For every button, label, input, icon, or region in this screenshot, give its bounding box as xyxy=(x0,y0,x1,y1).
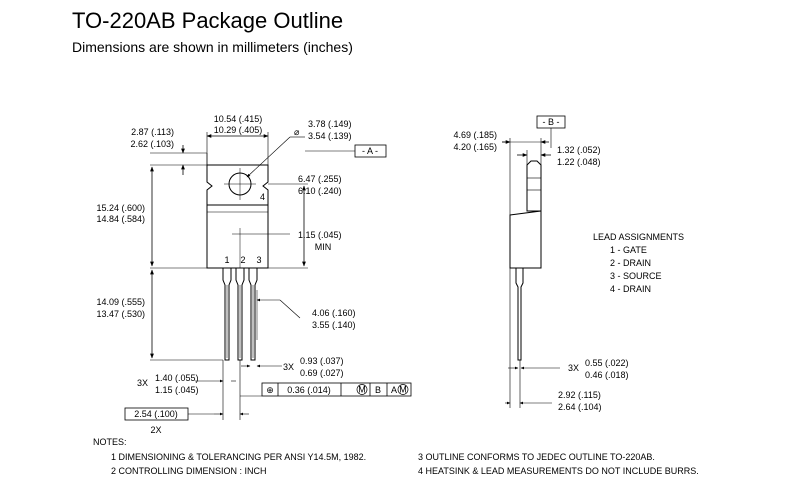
hole-dia-upper: 3.78 (.149) xyxy=(308,119,352,129)
tolerance-datum-b: B xyxy=(375,385,381,395)
tab-thickness-lower: 1.22 (.048) xyxy=(557,157,601,167)
pitch-value: 2.54 (.100) xyxy=(134,409,178,419)
shoulder-width-lower: 1.15 (.045) xyxy=(155,385,199,395)
hole-bottom-lower: 6.10 (.240) xyxy=(298,186,342,196)
body-height-lower: 14.84 (.584) xyxy=(96,214,145,224)
lead-width-min-upper: 1.15 (.045) xyxy=(298,230,342,240)
tab-top-lower: 2.62 (.103) xyxy=(130,139,174,149)
lead-thickness-lower: 0.46 (.018) xyxy=(585,370,629,380)
lead-offset-lower: 2.64 (.104) xyxy=(558,402,602,412)
position-tolerance-icon: ⊕ xyxy=(266,385,274,395)
note-4: 4 HEATSINK & LEAD MEASUREMENTS DO NOT IN… xyxy=(418,466,699,476)
lead-number-2: 2 xyxy=(240,255,245,265)
lead-thickness-upper: 0.55 (.022) xyxy=(585,358,629,368)
hole-bottom-upper: 6.47 (.255) xyxy=(298,174,342,184)
tolerance-mod-2: M xyxy=(399,385,407,395)
lead-length-lower: 13.47 (.530) xyxy=(96,309,145,319)
lead-assignments-heading: LEAD ASSIGNMENTS xyxy=(593,232,684,242)
lead-width-3x-lower: 0.69 (.027) xyxy=(300,368,344,378)
lead-thickness-3x-label: 3X xyxy=(568,363,579,373)
lead-width-3x-label: 3X xyxy=(283,362,294,372)
pitch-spacing-lower: 3.55 (.140) xyxy=(312,320,356,330)
body-height-upper: 15.24 (.600) xyxy=(96,203,145,213)
tolerance-value: 0.36 (.014) xyxy=(287,385,331,395)
width-dim-lower: 10.29 (.405) xyxy=(214,125,263,135)
tab-outline xyxy=(206,164,269,206)
lead-assignment-4: 4 - DRAIN xyxy=(610,284,651,294)
datum-b-label: - B - xyxy=(543,117,560,127)
lead-1 xyxy=(222,268,232,361)
tab-top-upper: 2.87 (.113) xyxy=(131,127,174,137)
width-dim-upper: 10.54 (.415) xyxy=(214,114,263,124)
shoulder-width-upper: 1.40 (.055) xyxy=(155,373,199,383)
tolerance-mod-1: M xyxy=(358,385,366,395)
side-body xyxy=(509,210,542,269)
note-1: 1 DIMENSIONING & TOLERANCING PER ANSI Y1… xyxy=(111,452,367,462)
thickness-upper: 4.69 (.185) xyxy=(453,130,497,140)
tab-thickness-upper: 1.32 (.052) xyxy=(557,145,601,155)
page-title: TO-220AB Package Outline xyxy=(72,8,344,33)
front-view-labels: 10.54 (.415) 10.29 (.405) 3.78 (.149) 3.… xyxy=(96,114,406,435)
side-view-labels: - B - 4.69 (.185) 4.20 (.165) 1.32 (.052… xyxy=(453,117,628,412)
pitch-multiplier: 2X xyxy=(150,425,161,435)
diameter-icon: ⌀ xyxy=(294,127,300,137)
tolerance-frame xyxy=(261,382,412,397)
hole-dia-lower: 3.54 (.139) xyxy=(308,131,352,141)
lead-3 xyxy=(248,268,258,361)
lead-number-3: 3 xyxy=(256,255,261,265)
note-2: 2 CONTROLLING DIMENSION : INCH xyxy=(111,466,267,476)
side-view xyxy=(502,115,566,408)
tolerance-datum-a: A xyxy=(391,385,397,395)
pitch-spacing-upper: 4.06 (.160) xyxy=(312,308,356,318)
side-tab xyxy=(526,160,542,212)
body-outline xyxy=(206,204,269,269)
thickness-lower: 4.20 (.165) xyxy=(453,142,497,152)
lead-assignment-1: 1 - GATE xyxy=(610,245,647,255)
lead-number-1: 1 xyxy=(224,255,229,265)
lead-length-upper: 14.09 (.555) xyxy=(96,297,145,307)
lead-offset-upper: 2.92 (.115) xyxy=(558,390,601,400)
lead-assignment-3: 3 - SOURCE xyxy=(610,271,662,281)
lead-assignment-2: 2 - DRAIN xyxy=(610,258,651,268)
notes-heading: NOTES: xyxy=(93,437,127,447)
lead-width-3x-upper: 0.93 (.037) xyxy=(300,356,344,366)
front-view xyxy=(124,132,412,421)
lead-assignments: LEAD ASSIGNMENTS 1 - GATE 2 - DRAIN 3 - … xyxy=(593,232,684,294)
note-3: 3 OUTLINE CONFORMS TO JEDEC OUTLINE TO-2… xyxy=(418,452,655,462)
datum-a-label: - A - xyxy=(362,146,378,156)
note-4-marker: 4 xyxy=(260,192,265,202)
shoulder-3x-label: 3X xyxy=(137,378,148,388)
side-lead xyxy=(515,268,524,361)
page-subtitle: Dimensions are shown in millimeters (inc… xyxy=(72,39,353,55)
lead-width-min-lower: MIN xyxy=(315,242,332,252)
